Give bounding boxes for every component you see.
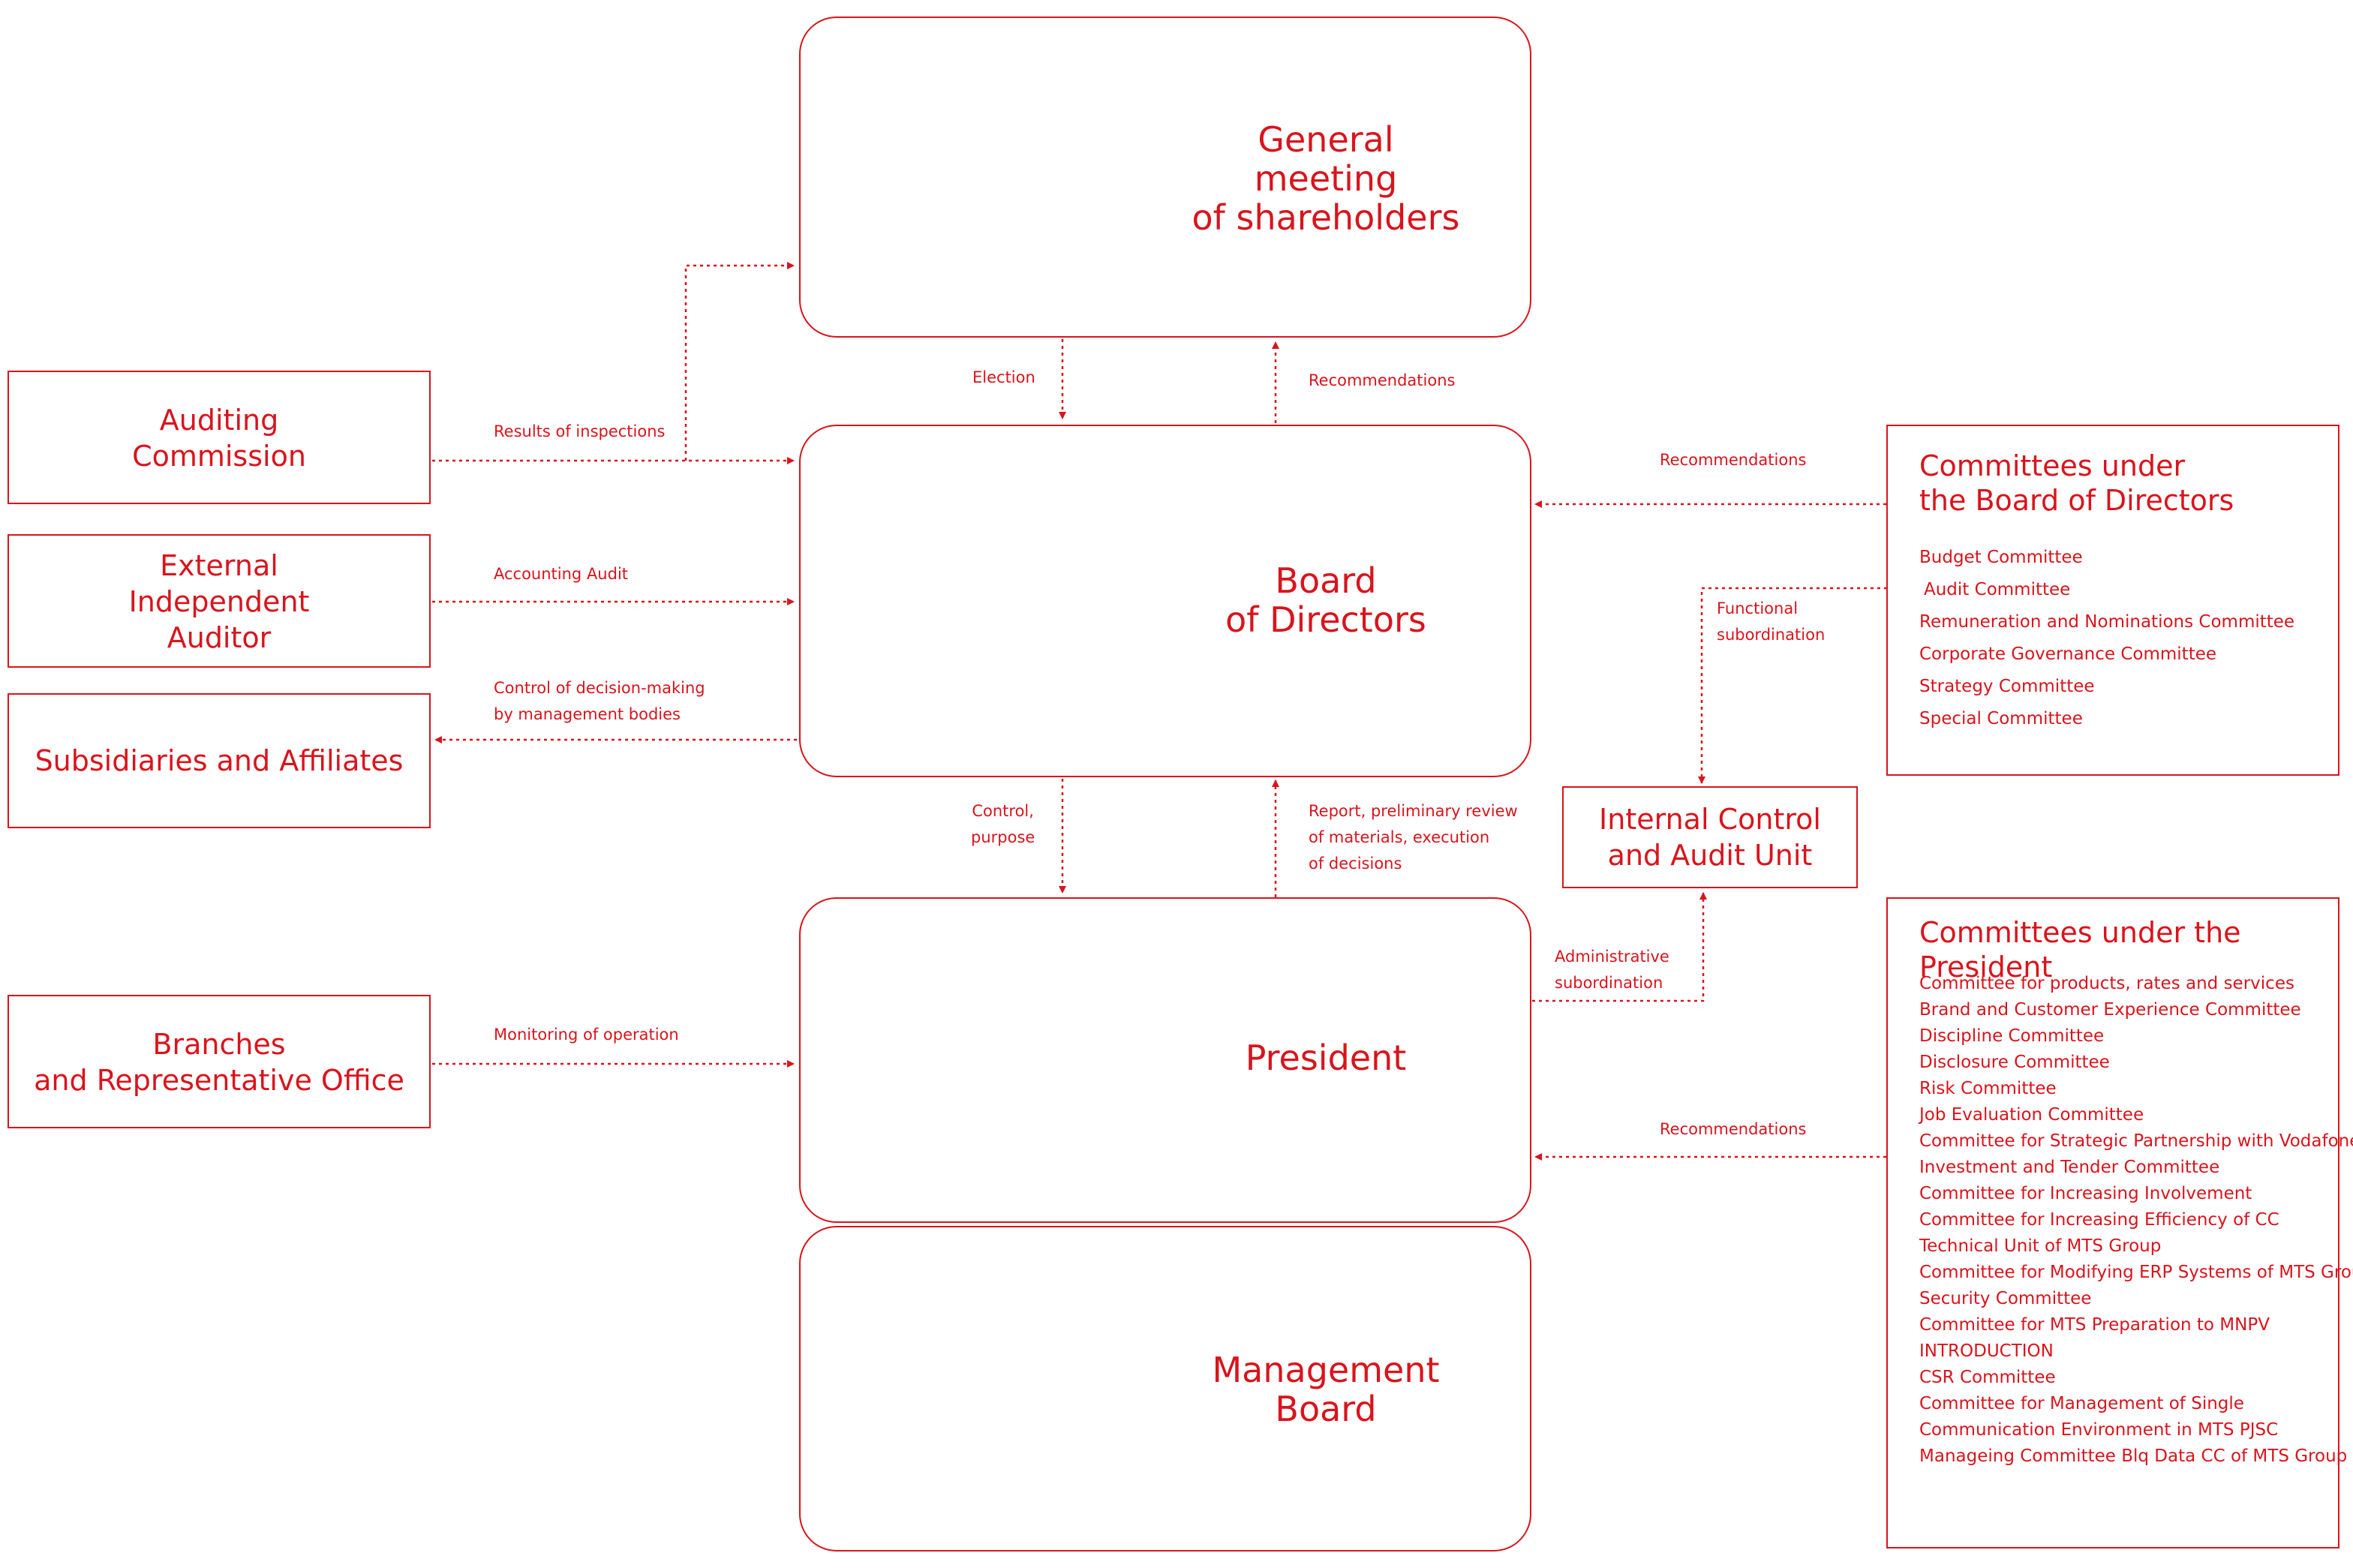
list-item: Audit Committee [1924,580,2071,599]
list-item: Communication Environment in MTS PJSC [1919,1420,2279,1440]
label-control-decision: Control of decision-making by management… [494,679,705,723]
shareholders-title: General meeting of shareholders [1192,119,1460,238]
committees-president-title: Committees under the President [1919,916,2241,984]
list-item: INTRODUCTION [1919,1341,2054,1361]
list-item: Corporate Governance Committee [1919,644,2217,664]
subsidiaries-box: Subsidiaries and Affiliates [8,693,431,828]
shareholders-box: General meeting of shareholders [799,17,1531,338]
branches-box: Branches and Representative Office [8,995,431,1128]
list-item: Manageing Committee Blq Data CC of MTS G… [1919,1446,2348,1466]
auditing-commission-title: Auditing Commission [132,404,306,473]
external-auditor-title: External Independent Auditor [128,549,310,654]
list-item: Disclosure Committee [1919,1053,2110,1072]
label-recommendations-president: Recommendations [1660,1120,1807,1138]
label-recommendations-top: Recommendations [1309,371,1456,389]
list-item: Security Committee [1919,1289,2092,1308]
arrow-results-shareholders [684,262,795,461]
list-item: Committee for Strategic Partnership with… [1919,1131,2353,1151]
list-item: Remuneration and Nominations Committee [1919,612,2295,632]
internal-control-box: Internal Control and Audit Unit [1562,786,1858,888]
list-item: Special Committee [1919,709,2083,728]
arrow-functional [1698,587,1907,784]
label-recommendations-board: Recommendations [1660,451,1807,469]
list-item: Job Evaluation Committee [1919,1105,2144,1125]
list-item: Committee for MTS Preparation to MNPV [1919,1315,2270,1335]
list-item: Committee for Increasing Efficiency of C… [1919,1210,2279,1230]
label-results-of-inspections: Results of inspections [494,422,666,440]
label-accounting-audit: Accounting Audit [494,565,629,583]
list-item: Budget Committee [1919,548,2083,567]
list-item: Committee for Increasing Involvement [1919,1184,2252,1203]
list-item: Technical Unit of MTS Group [1919,1236,2162,1256]
committees-president-box: Committees under the President Committee… [1886,897,2353,1548]
board-title: Board of Directors [1225,560,1426,640]
list-item: Strategy Committee [1919,677,2095,696]
label-control-purpose: Control, purpose [971,802,1035,846]
list-item: Investment and Tender Committee [1919,1158,2220,1177]
list-item: Committee for Modifying ERP Systems of M… [1919,1263,2353,1282]
list-item: Risk Committee [1919,1079,2057,1098]
auditing-commission-box: Auditing Commission [8,371,431,504]
management-title: Management Board [1212,1350,1440,1429]
label-report: Report, preliminary review of materials,… [1309,802,1518,873]
list-item: Committee for products, rates and servic… [1919,974,2294,993]
board-box: Board of Directors [799,425,1531,777]
external-auditor-box: External Independent Auditor [8,534,431,668]
management-box: Management Board [799,1226,1531,1551]
label-election: Election [972,368,1035,386]
arrow-administrative [1532,892,1707,1002]
committees-president-list: Committee for products, rates and servic… [1919,971,2353,1470]
list-item: Committee for Management of Single [1919,1394,2244,1413]
list-item: CSR Committee [1919,1368,2056,1387]
internal-control-title: Internal Control and Audit Unit [1599,803,1821,872]
label-monitoring: Monitoring of operation [494,1026,679,1044]
president-title: President [1245,1038,1407,1078]
committees-board-box: Committees under the Board of Directors … [1886,425,2339,776]
president-box: President [799,897,1531,1223]
branches-title: Branches and Representative Office [34,1028,404,1097]
list-item: Brand and Customer Experience Committee [1919,1000,2301,1020]
list-item: Discipline Committee [1919,1026,2105,1046]
label-administrative-subordination: Administrative subordination [1555,948,1669,992]
committees-board-list: Budget Committee Audit Committee Remuner… [1919,542,2294,735]
subsidiaries-title: Subsidiaries and Affiliates [35,744,404,777]
label-functional-subordination: Functional subordination [1717,599,1826,644]
committees-board-title: Committees under the Board of Directors [1919,449,2234,517]
